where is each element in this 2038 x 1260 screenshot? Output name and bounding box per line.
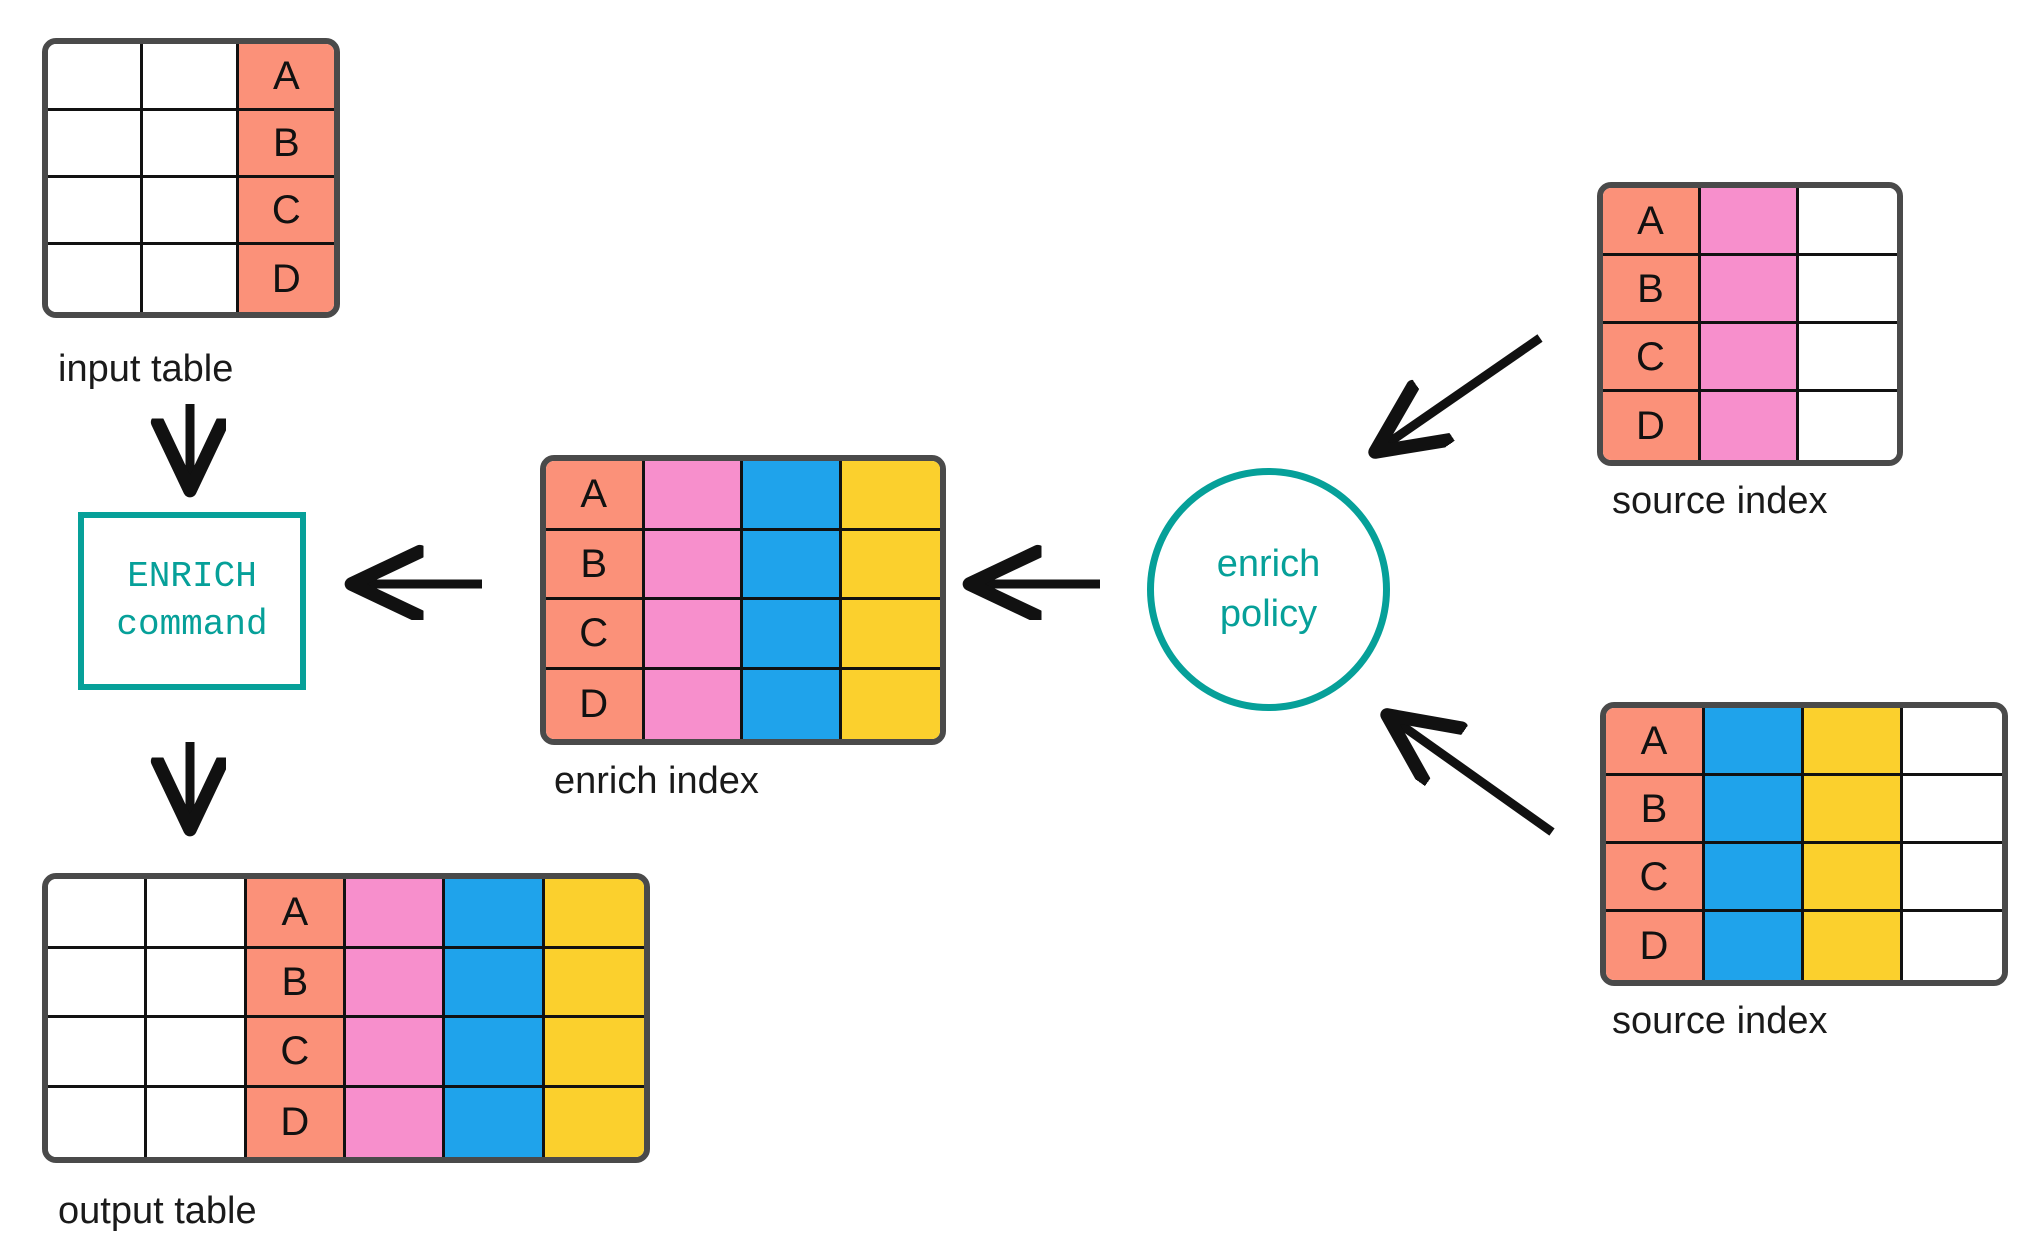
table-cell-A: A (1603, 188, 1701, 256)
enrich-index-caption: enrich index (554, 760, 759, 802)
table-cell (544, 1087, 644, 1157)
table-cell (644, 600, 743, 670)
table-cell (1705, 708, 1804, 776)
table-cell-D: D (246, 1087, 346, 1157)
table-cell (147, 1018, 247, 1088)
table-cell (1903, 912, 2002, 980)
table-cell (1799, 324, 1897, 392)
table-cell-B: B (238, 111, 334, 178)
table-cell-D: D (546, 669, 645, 739)
table-cell (48, 879, 148, 949)
table-cell-B: B (1606, 776, 1705, 844)
table-cell (48, 44, 144, 111)
table-cell-D: D (1606, 912, 1705, 980)
source-index-top-caption: source index (1612, 480, 1828, 522)
table-cell (48, 1018, 148, 1088)
table-cell-A: A (546, 461, 645, 531)
table-cell-A: A (246, 879, 346, 949)
table-cell (147, 1087, 247, 1157)
table-cell (644, 461, 743, 531)
table-cell (48, 245, 144, 312)
table-cell (147, 948, 247, 1018)
table-cell-D: D (1603, 392, 1701, 460)
enrich-command-box[interactable]: ENRICH command (78, 512, 306, 690)
table-cell (1701, 392, 1799, 460)
table-cell-A: A (238, 44, 334, 111)
table-cell-C: C (1606, 844, 1705, 912)
arrow-source-index-bottom-to-policy (1390, 717, 1555, 836)
table-cell (143, 245, 239, 312)
table-cell (48, 948, 148, 1018)
table-cell (445, 1087, 545, 1157)
enrich-policy-line1: enrich (1216, 543, 1321, 586)
table-cell (48, 178, 144, 245)
table-cell (346, 879, 446, 949)
table-cell (346, 1018, 446, 1088)
enrich-policy-line2: policy (1219, 592, 1318, 635)
table-cell (841, 530, 940, 600)
table-cell (143, 44, 239, 111)
table-cell-B: B (1603, 256, 1701, 324)
table-cell (1804, 708, 1903, 776)
table-cell-D: D (238, 245, 334, 312)
table-cell (445, 1018, 545, 1088)
table-cell (1701, 256, 1799, 324)
table-cell (445, 948, 545, 1018)
table-cell (1701, 188, 1799, 256)
table-cell (445, 879, 545, 949)
table-cell-C: C (546, 600, 645, 670)
table-cell (1705, 776, 1804, 844)
arrow-source-index-top-to-policy (1378, 334, 1543, 450)
enrich-policy-circle[interactable]: enrich policy (1147, 468, 1390, 711)
table-cell-C: C (246, 1018, 346, 1088)
table-cell (1903, 844, 2002, 912)
table-cell (841, 600, 940, 670)
table-cell (743, 669, 842, 739)
table-cell (1799, 392, 1897, 460)
table-cell-C: C (1603, 324, 1701, 392)
input-table-caption: input table (58, 348, 234, 390)
table-cell (1799, 188, 1897, 256)
table-cell-A: A (1606, 708, 1705, 776)
enrich-command-line1: ENRICH (127, 556, 257, 598)
table-cell (48, 1087, 148, 1157)
enrich-command-line2: command (116, 604, 268, 645)
table-cell (1804, 912, 1903, 980)
table-cell (48, 111, 144, 178)
table-cell (644, 669, 743, 739)
table-cell (1903, 776, 2002, 844)
table-cell (1701, 324, 1799, 392)
table-cell-B: B (546, 530, 645, 600)
output-table-caption: output table (58, 1190, 257, 1232)
table-cell (147, 879, 247, 949)
table-cell (346, 948, 446, 1018)
table-cell-B: B (246, 948, 346, 1018)
table-cell (644, 530, 743, 600)
table-cell (1799, 256, 1897, 324)
table-cell (143, 178, 239, 245)
table-cell (743, 461, 842, 531)
source-index-bottom-caption: source index (1612, 1000, 1828, 1042)
table-cell (1804, 776, 1903, 844)
table-cell (1903, 708, 2002, 776)
table-cell (544, 1018, 644, 1088)
table-cell (743, 600, 842, 670)
table-cell-C: C (238, 178, 334, 245)
table-cell (544, 948, 644, 1018)
table-cell (143, 111, 239, 178)
table-cell (841, 669, 940, 739)
table-cell (1705, 844, 1804, 912)
table-cell (346, 1087, 446, 1157)
table-cell (544, 879, 644, 949)
table-cell (841, 461, 940, 531)
table-cell (1705, 912, 1804, 980)
table-cell (743, 530, 842, 600)
table-cell (1804, 844, 1903, 912)
